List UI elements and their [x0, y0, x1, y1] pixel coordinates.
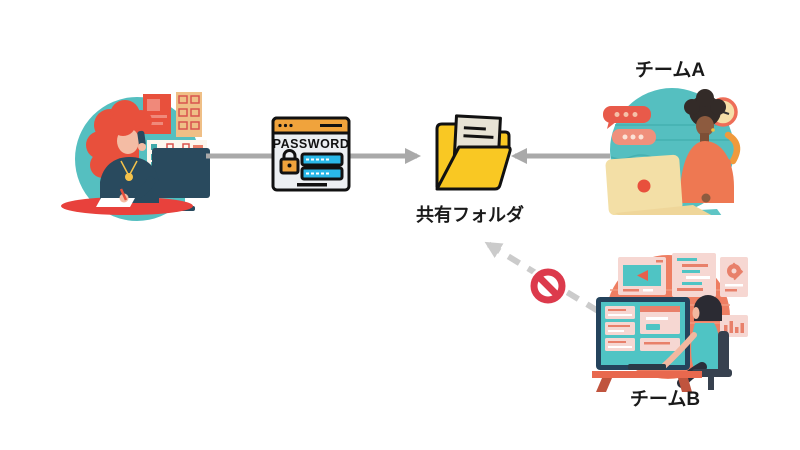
shared-folder-label: 共有フォルダ	[416, 205, 524, 225]
prohibition-icon	[528, 266, 568, 306]
code-panel	[672, 253, 716, 297]
phone	[137, 130, 146, 147]
speech-bubbles	[603, 106, 656, 145]
video-panel	[618, 257, 666, 295]
arrow-teamA-to-folder	[511, 148, 610, 164]
face	[692, 307, 700, 319]
team-a-illustration	[603, 88, 741, 215]
large-monitor	[596, 297, 690, 370]
pencil	[119, 188, 128, 201]
office-worker-illustration	[61, 92, 210, 221]
face	[696, 116, 714, 136]
arm	[661, 332, 697, 369]
shared-folder-icon	[435, 114, 512, 191]
padlock-icon	[279, 149, 300, 175]
screen-cards	[605, 306, 680, 351]
arm	[703, 158, 731, 202]
keyboard	[628, 364, 666, 370]
phone-handset-icon	[724, 131, 741, 165]
window-titlebar	[271, 116, 351, 135]
laptop	[605, 154, 722, 215]
team-b-illustration	[592, 253, 748, 392]
afro-hair	[684, 89, 726, 127]
team-b-label: チームB	[629, 389, 701, 410]
bob-hair	[694, 295, 722, 321]
bar-chart-panel	[720, 315, 748, 337]
floating-ui-panels	[618, 253, 748, 337]
paper	[96, 198, 135, 207]
password-window-icon: PASSWORD	[271, 116, 351, 192]
team-a-person	[679, 89, 734, 203]
team-a-label: チームA	[634, 60, 706, 81]
password-label: PASSWORD	[273, 137, 350, 151]
woman-on-phone	[86, 100, 159, 207]
password-input-fields	[300, 152, 344, 181]
desk	[592, 364, 702, 392]
settings-panel	[720, 257, 748, 297]
writing-arm	[122, 176, 156, 203]
folder-front-flap	[435, 145, 512, 191]
teal-top-torso	[691, 323, 721, 369]
wall-notes-tan	[176, 92, 202, 137]
